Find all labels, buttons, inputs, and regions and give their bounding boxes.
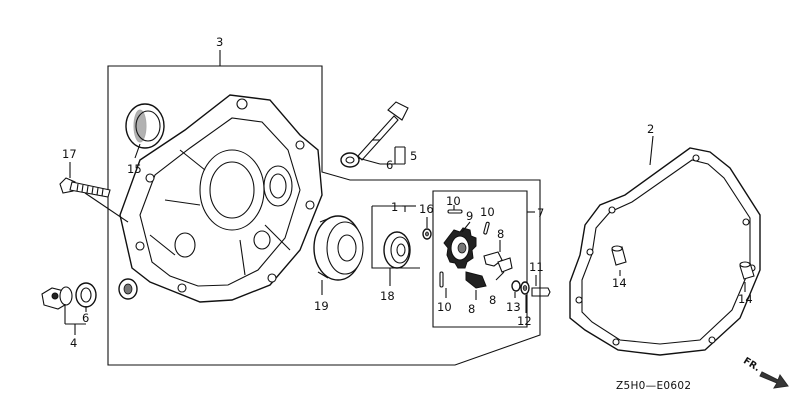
dowel-pin-2 <box>739 261 755 280</box>
callout-3: 3 <box>216 35 223 49</box>
callout-18: 18 <box>380 289 395 303</box>
crankcase-cover <box>119 94 323 303</box>
callout-12: 12 <box>517 314 532 328</box>
callout-8-upper: 8 <box>497 227 504 241</box>
callout-17: 17 <box>62 147 77 161</box>
callout-4: 4 <box>70 336 77 350</box>
thrust-washer <box>422 228 432 240</box>
dowel-pin-1 <box>611 245 627 266</box>
assembly-frame-3 <box>107 50 541 366</box>
oil-filler-cap-dipstick <box>357 101 409 161</box>
callout-13: 13 <box>506 300 521 314</box>
governor-gear <box>443 227 477 269</box>
callout-6-washer: 6 <box>82 311 89 325</box>
drawing-reference-code: Z5H0—E0602 <box>616 380 691 392</box>
callout-5: 5 <box>410 149 417 163</box>
callout-10-top: 10 <box>446 194 461 208</box>
ball-bearing-small <box>383 231 411 269</box>
callout-6-dipstick: 6 <box>386 158 393 172</box>
callout-10-bottom: 10 <box>437 300 452 314</box>
oil-seal-large <box>125 103 165 149</box>
callout-2: 2 <box>647 122 654 136</box>
callout-16: 16 <box>419 202 434 216</box>
callout-8-middle: 8 <box>489 293 496 307</box>
circlip <box>520 281 530 295</box>
governor-pin-3 <box>439 271 444 288</box>
governor-pin-2 <box>483 221 490 235</box>
cover-oil-seal-ring <box>118 278 138 300</box>
leader-lines <box>64 135 746 335</box>
oil-drain-plug <box>41 286 73 310</box>
callout-14-left: 14 <box>612 276 627 290</box>
callout-10-right: 10 <box>480 205 495 219</box>
assembly-frame-7 <box>432 190 535 328</box>
governor-weight-3 <box>465 271 487 289</box>
dipstick-o-ring <box>340 152 360 168</box>
governor-holder-shaft <box>531 287 551 297</box>
callout-11: 11 <box>529 260 544 274</box>
governor-weight-2 <box>497 257 513 273</box>
callout-14-right: 14 <box>738 292 753 306</box>
drain-plug-washer <box>75 282 97 308</box>
side-cover-gasket <box>569 147 761 356</box>
front-direction-label: FR. <box>741 355 762 374</box>
governor-pin-1 <box>447 209 463 214</box>
clip-washer <box>511 280 521 292</box>
front-direction-indicator: FR. <box>741 355 789 389</box>
callout-8-lower: 8 <box>468 302 475 316</box>
assembly-frame-1 <box>371 205 420 269</box>
callout-19: 19 <box>314 299 329 313</box>
callout-9: 9 <box>466 209 473 223</box>
callout-15: 15 <box>127 162 142 176</box>
ball-bearing-large <box>313 215 364 281</box>
callout-1: 1 <box>391 200 398 214</box>
callout-7: 7 <box>537 206 544 220</box>
flange-bolt <box>59 177 111 198</box>
